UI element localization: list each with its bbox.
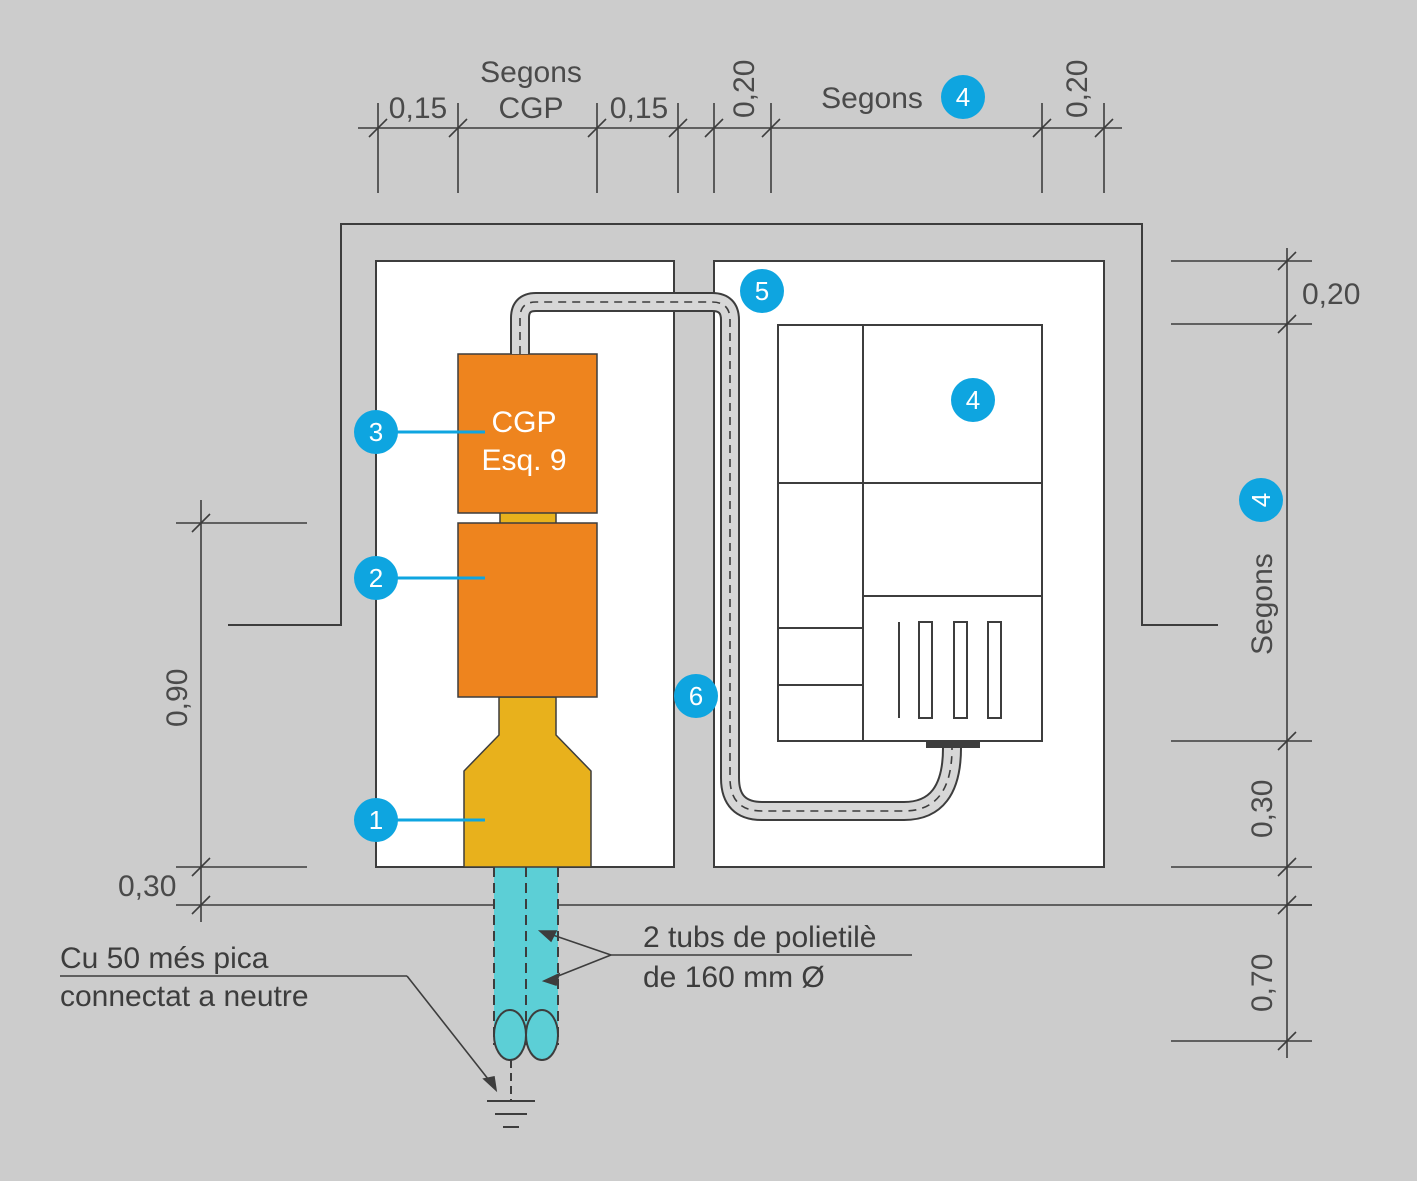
svg-text:4: 4	[966, 385, 980, 415]
svg-text:5: 5	[755, 276, 769, 306]
pipes-label-line2: de 160 mm Ø	[643, 961, 825, 994]
cgp-label-line2: Esq. 9	[481, 444, 566, 477]
ground-icon	[487, 1060, 535, 1128]
svg-text:1: 1	[369, 805, 383, 835]
wall-outline	[228, 223, 1218, 626]
pipes-leader	[537, 930, 912, 987]
svg-text:6: 6	[689, 681, 703, 711]
meter-panel	[777, 324, 1043, 742]
lower-box	[457, 522, 598, 698]
badge-4-meter: 4	[951, 378, 995, 422]
badge-3: 3	[354, 410, 398, 454]
right-dimension-chain	[1171, 248, 1312, 1058]
earth-label-line1: Cu 50 més pica	[60, 942, 269, 975]
left-dimension-chain	[176, 500, 1312, 922]
dim-left-height: 0,90	[161, 669, 194, 727]
dim-top-mid-clearance: 0,15	[610, 92, 668, 125]
svg-text:4: 4	[1246, 493, 1276, 507]
svg-text:2: 2	[369, 563, 383, 593]
dim-right-height-label: Segons	[1246, 553, 1279, 655]
cgp-label-line1: CGP	[491, 406, 556, 439]
badge-4-right: 4	[1239, 478, 1283, 522]
dim-top-cgp-label-1: Segons	[480, 56, 582, 89]
badge-6: 6	[674, 674, 718, 718]
svg-text:3: 3	[369, 417, 383, 447]
buried-pipes	[493, 867, 559, 1061]
meter-panel-gland	[926, 740, 980, 748]
badge-2: 2	[354, 556, 398, 600]
dim-top-cgp-label-2: CGP	[498, 92, 563, 125]
pipes-label-line1: 2 tubs de polietilè	[643, 921, 877, 954]
svg-text:4: 4	[956, 82, 970, 112]
dim-top-gap-right: 0,20	[1061, 60, 1094, 118]
dim-right-bottom-clearance: 0,30	[1246, 780, 1279, 838]
dim-right-depth: 0,70	[1246, 954, 1279, 1012]
dim-top-meter-label: Segons	[821, 82, 923, 115]
dim-top-left-clearance: 0,15	[389, 92, 447, 125]
earth-label-line2: connectat a neutre	[60, 980, 309, 1013]
earth-leader	[60, 975, 498, 1093]
top-dimension-chain	[358, 103, 1122, 193]
badge-4-top: 4	[941, 75, 985, 119]
dim-right-top-clearance: 0,20	[1302, 278, 1360, 311]
dim-top-gap-left: 0,20	[728, 60, 761, 118]
badge-1: 1	[354, 798, 398, 842]
cable-conduit	[510, 292, 962, 821]
base-connector	[463, 696, 592, 868]
badge-5: 5	[740, 269, 784, 313]
dim-left-ground-offset: 0,30	[118, 870, 176, 903]
